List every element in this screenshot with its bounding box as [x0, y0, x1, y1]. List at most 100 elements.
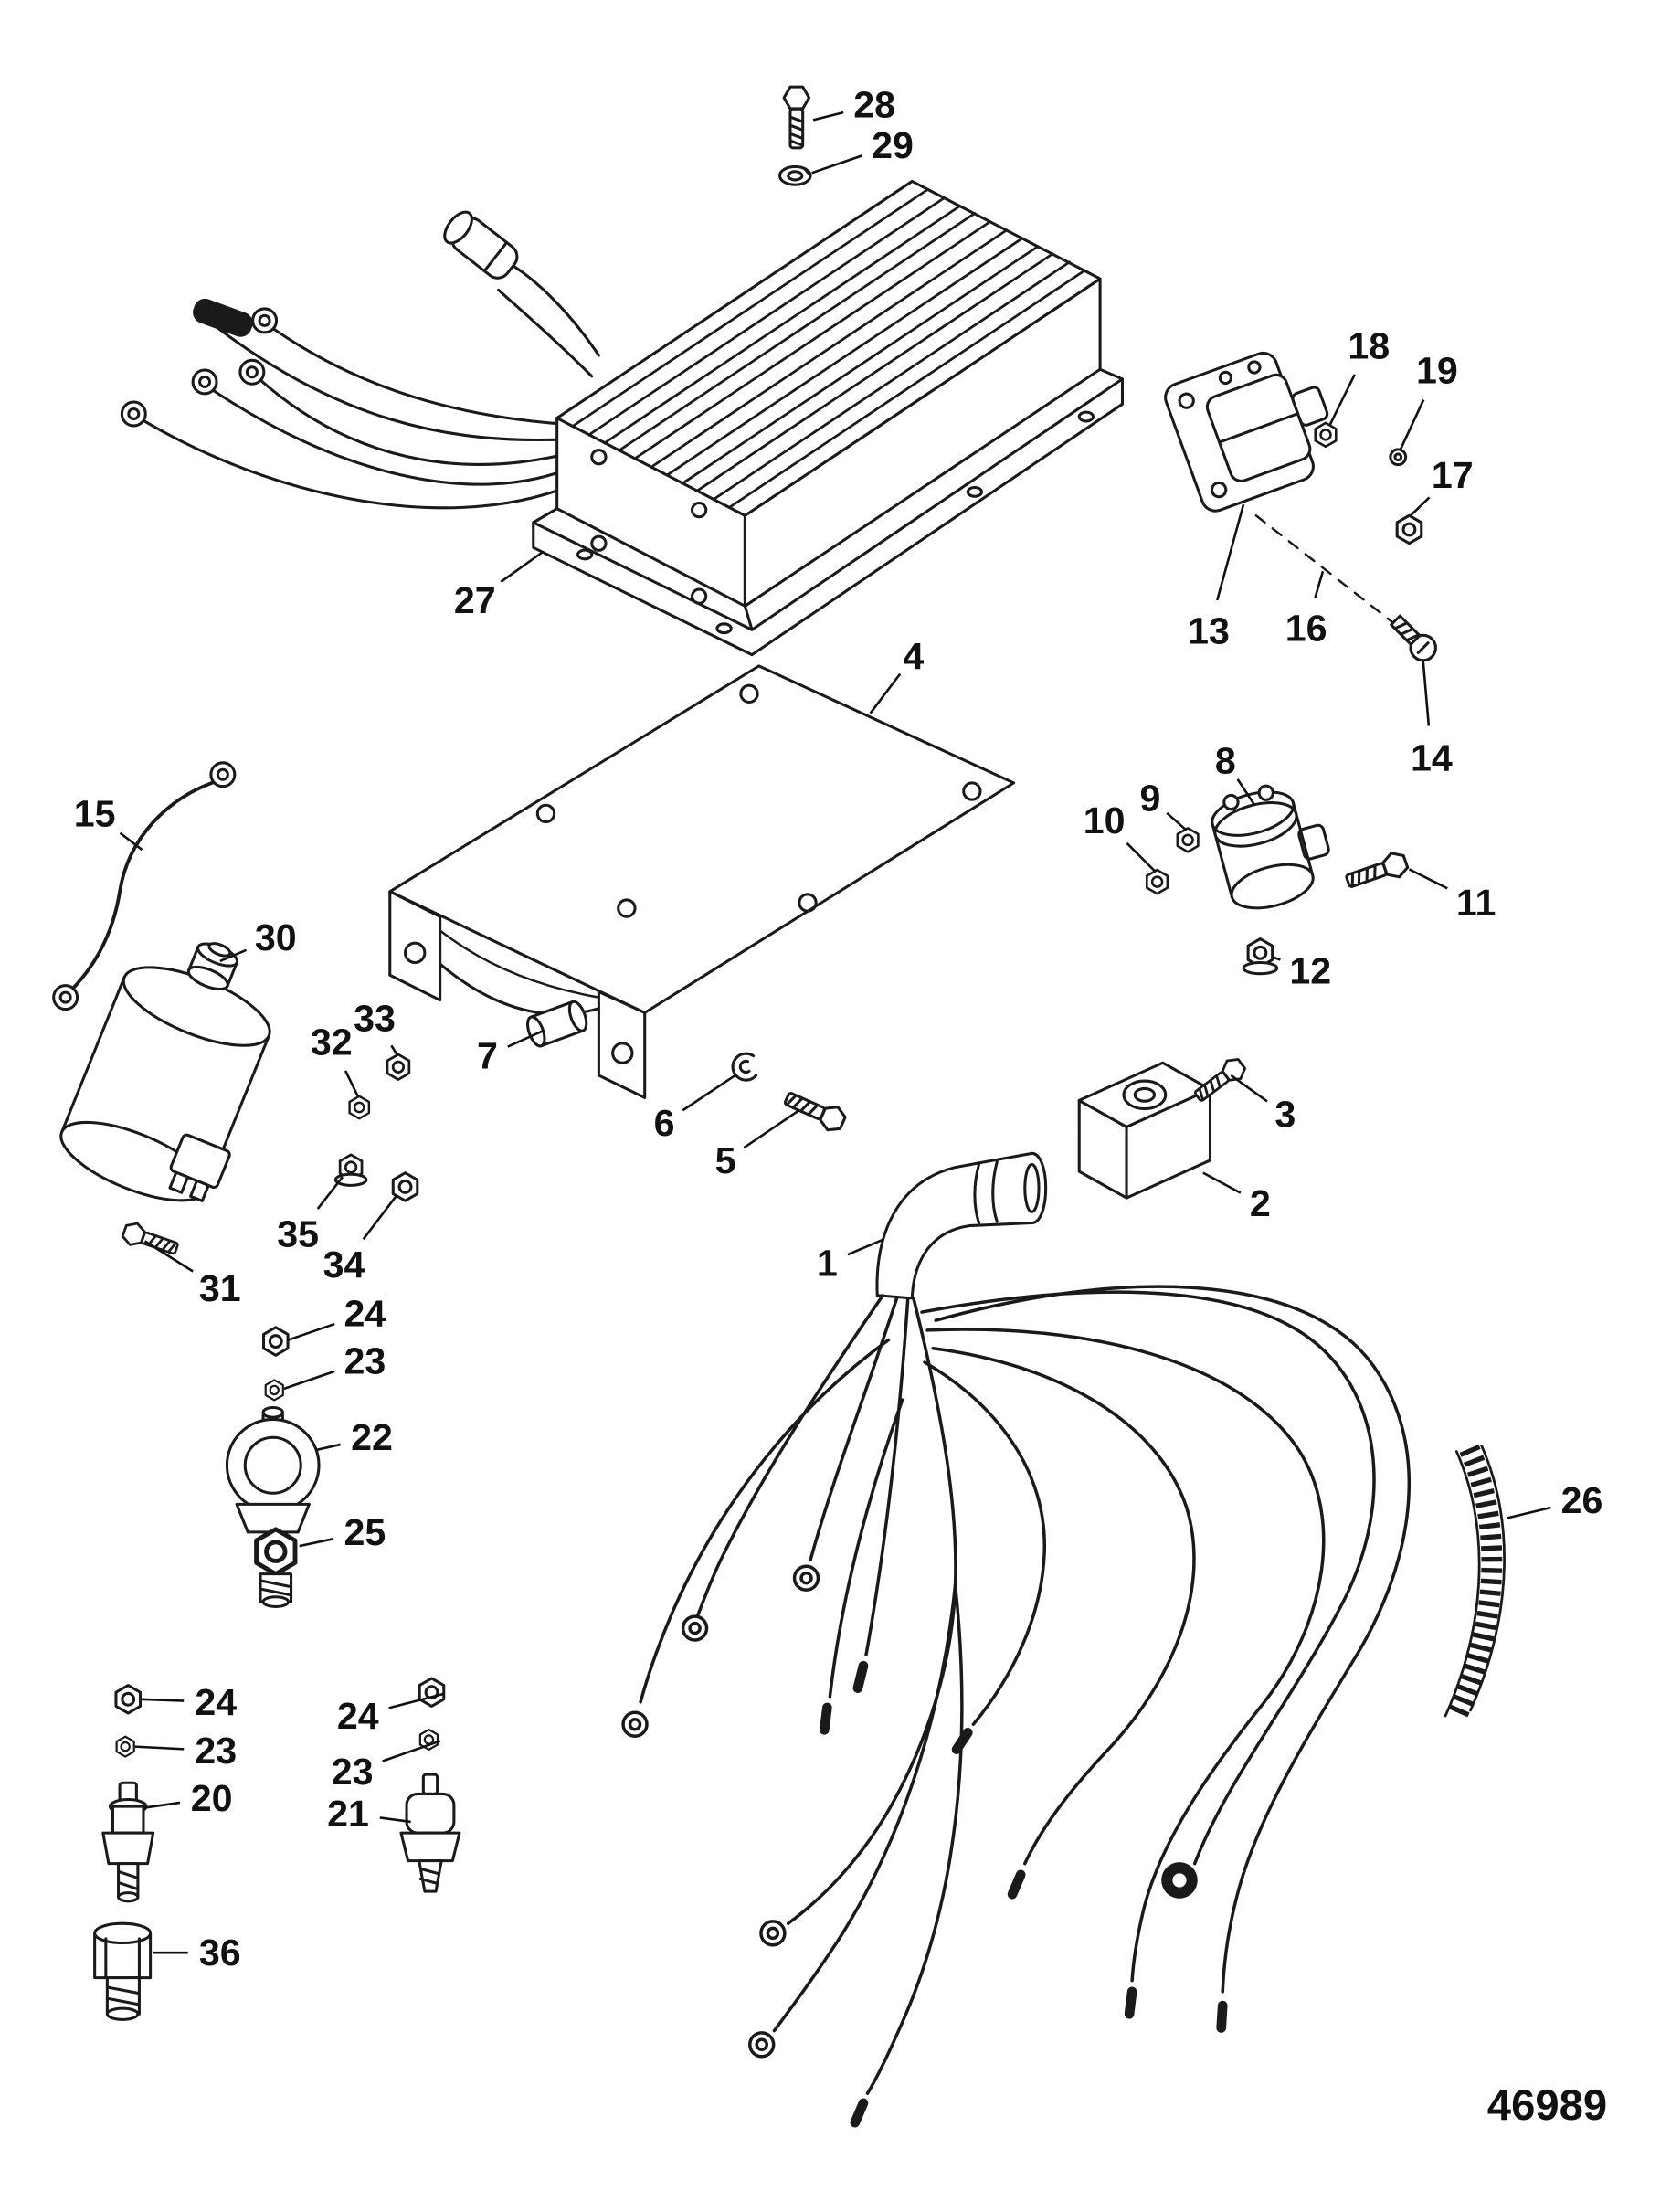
leader-lines — [119, 111, 1551, 1954]
leader-line — [847, 1238, 883, 1256]
leader-line — [219, 948, 248, 963]
leader-line — [812, 111, 844, 122]
mount-bolt — [782, 85, 811, 150]
callout-label: 12 — [1289, 950, 1331, 992]
temp-sender-20 — [101, 1781, 155, 1903]
leader-line — [811, 154, 863, 175]
oil-reservoir — [59, 942, 271, 1202]
rectifier-wire-leads — [120, 210, 600, 510]
leader-line — [1328, 374, 1356, 426]
callout-label: 1 — [817, 1243, 838, 1285]
harness-bracket-block — [1077, 1061, 1212, 1200]
leader-line — [382, 1740, 441, 1762]
callout-label: 33 — [354, 997, 396, 1039]
nut-24a — [262, 1326, 290, 1357]
nut-9 — [1176, 827, 1200, 853]
screw-14 — [1390, 614, 1437, 662]
leader-line — [388, 1692, 445, 1709]
callout-label: 4 — [903, 635, 924, 677]
leader-line — [1314, 570, 1325, 598]
callout-label: 22 — [351, 1416, 393, 1458]
nut-17 — [1395, 513, 1423, 545]
callout-label: 10 — [1084, 799, 1126, 841]
leader-line — [362, 1194, 398, 1241]
callout-label: 30 — [255, 916, 297, 958]
lock-washer — [778, 164, 812, 186]
callout-label: 24 — [337, 1695, 379, 1737]
leader-line — [299, 1537, 334, 1548]
leader-line — [283, 1370, 335, 1391]
leader-line — [500, 550, 545, 583]
oil-pressure-sender — [225, 1405, 321, 1534]
diagram-number: 46989 — [1487, 2081, 1607, 2130]
artwork — [52, 85, 1506, 2128]
leader-line — [1230, 1074, 1268, 1103]
adapter-fitting-36 — [93, 1921, 153, 2021]
callout-label: 28 — [853, 84, 895, 126]
callout-label: 19 — [1416, 350, 1458, 392]
callout-label: 24 — [195, 1681, 237, 1723]
leader-line — [869, 672, 902, 714]
nut-32 — [348, 1095, 371, 1120]
nut-10 — [1146, 868, 1169, 895]
leader-line — [682, 1074, 736, 1112]
bullet-connector-plug — [443, 210, 519, 280]
callout-label: 20 — [191, 1777, 233, 1819]
callout-label: 14 — [1411, 736, 1453, 778]
bolt-11 — [1342, 848, 1412, 895]
nut-24c — [418, 1677, 446, 1708]
leader-line — [390, 1044, 398, 1055]
lock-washer-6 — [731, 1052, 758, 1082]
callout-label: 16 — [1285, 608, 1327, 650]
callout-label: 29 — [872, 124, 914, 166]
spacer-sleeve — [526, 1000, 588, 1048]
slave-solenoid — [1211, 784, 1330, 910]
callout-label: 23 — [344, 1339, 386, 1381]
leader-line — [1236, 778, 1256, 806]
callout-label: 18 — [1348, 324, 1390, 366]
callout-label: 11 — [1456, 882, 1496, 924]
nut-18 — [1314, 421, 1338, 449]
leader-line — [316, 1176, 344, 1210]
leader-line — [1422, 660, 1431, 726]
bolt-31 — [119, 1219, 182, 1261]
callout-label: 9 — [1140, 778, 1161, 820]
nut-23a — [264, 1379, 284, 1402]
callout-label: 25 — [344, 1511, 386, 1553]
leader-line — [119, 831, 143, 852]
callout-label: 21 — [327, 1793, 369, 1835]
corrugated-sleeve — [1444, 1444, 1506, 1718]
callout-label: 35 — [277, 1213, 319, 1255]
nut-12 — [1242, 937, 1279, 976]
harness-grommet — [1161, 1862, 1198, 1899]
leader-line — [143, 1801, 181, 1809]
callout-label: 32 — [311, 1021, 353, 1063]
leader-line — [1410, 496, 1431, 517]
callout-label: 3 — [1274, 1094, 1296, 1136]
callout-label: 13 — [1188, 610, 1230, 652]
callout-label: 26 — [1561, 1479, 1603, 1521]
callout-label: 27 — [454, 579, 496, 621]
nut-35 — [333, 1153, 368, 1187]
leader-line — [1202, 1171, 1242, 1194]
callout-label: 7 — [477, 1035, 498, 1077]
ground-wire — [52, 761, 237, 1011]
leader-line — [315, 1443, 342, 1452]
leader-line — [288, 1322, 335, 1341]
nut-24b — [114, 1684, 143, 1715]
sender-fitting-25 — [257, 1529, 295, 1608]
leader-line — [1166, 811, 1188, 831]
callout-label: 5 — [715, 1139, 736, 1181]
nut-33 — [386, 1053, 411, 1081]
callout-label: 23 — [332, 1751, 374, 1793]
leader-line — [1272, 956, 1281, 961]
rectifier-assembly — [532, 179, 1125, 657]
cooling-fins — [571, 188, 1086, 509]
leader-line — [1408, 868, 1448, 890]
leader-line — [344, 1070, 359, 1097]
callout-label: 36 — [199, 1932, 241, 1974]
leader-line — [1126, 841, 1157, 873]
harness-connector-boot — [875, 1151, 1048, 1300]
